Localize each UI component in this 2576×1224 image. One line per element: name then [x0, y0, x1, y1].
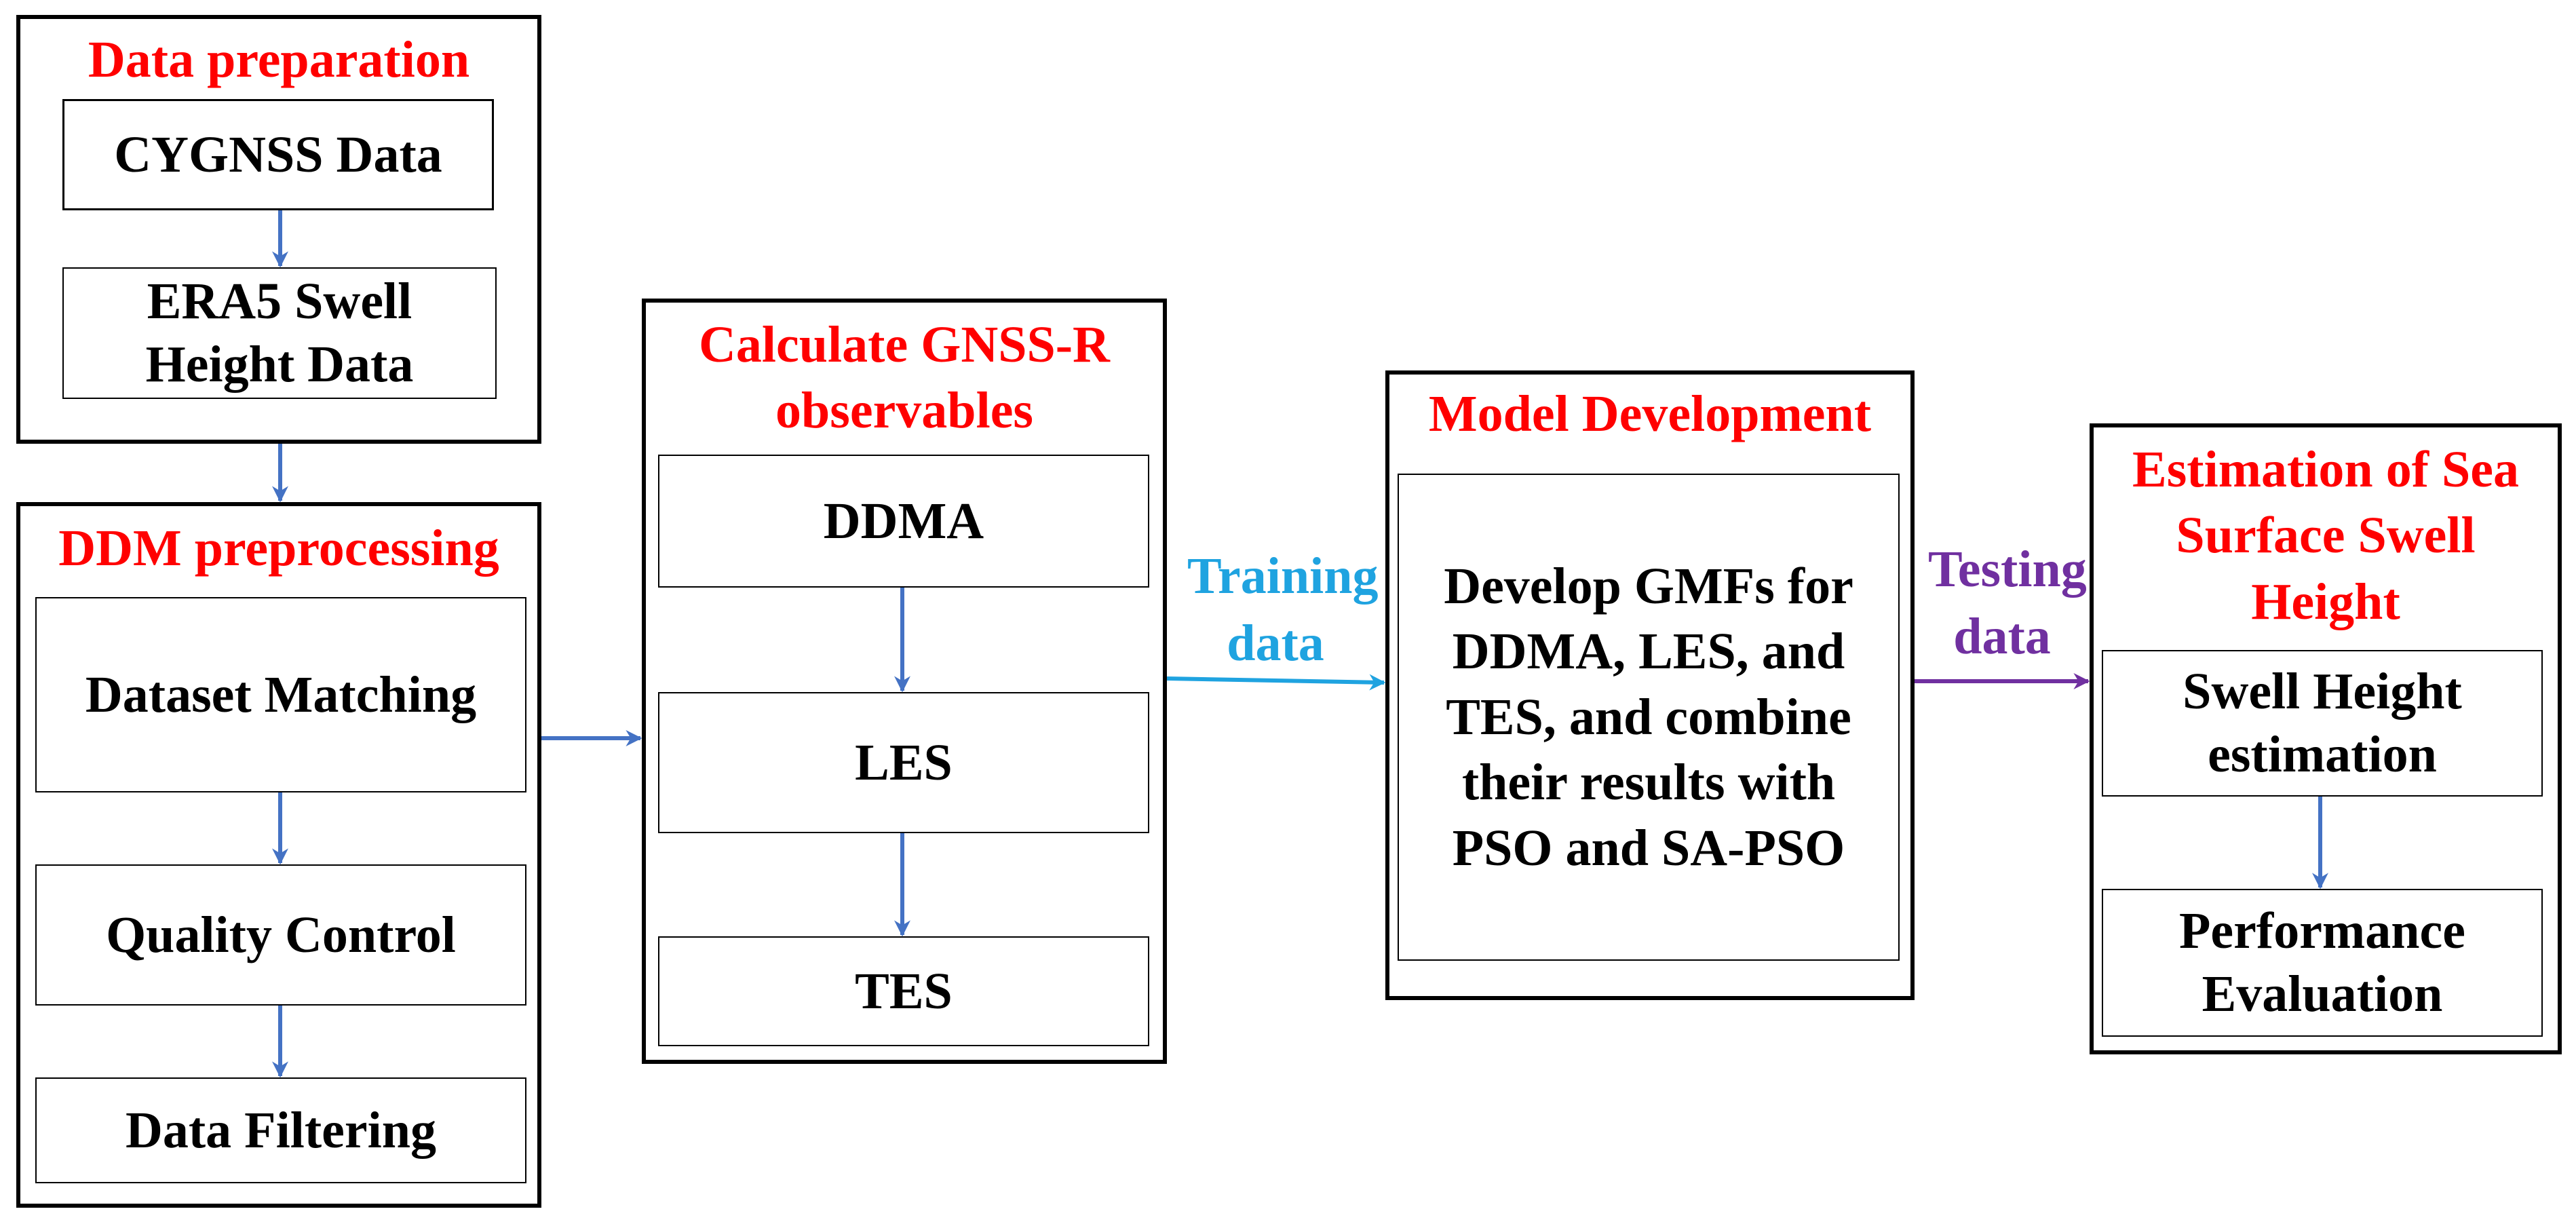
step-les: LES: [658, 692, 1149, 833]
stage-title-model-development: Model Development: [1428, 385, 1872, 442]
edge-label-training: Training data: [1187, 548, 1379, 672]
step-dataset-matching: Dataset Matching: [35, 597, 526, 792]
stage-title-data-preparation: Data preparation: [88, 31, 470, 88]
step-era5-swell-height-data: ERA5 Swell Height Data: [62, 267, 497, 399]
step-tes: TES: [658, 936, 1149, 1046]
step-ddma: DDMA: [658, 455, 1149, 588]
stage-title-estimation: Estimation of Sea Surface Swell Height: [2132, 441, 2519, 630]
step-performance-evaluation: Performance Evaluation: [2102, 889, 2543, 1037]
model-description: Develop GMFs for DDMA, LES, and TES, and…: [1398, 474, 1900, 961]
edge-label-testing: Testing data: [1928, 541, 2087, 665]
step-data-filtering: Data Filtering: [35, 1077, 526, 1183]
step-quality-control: Quality Control: [35, 864, 526, 1006]
stage-title-ddm-preprocessing: DDM preprocessing: [58, 520, 499, 577]
stage-title-gnss-observables: Calculate GNSS-R observables: [699, 316, 1110, 440]
arrow-training-data: [1166, 674, 1386, 691]
step-cygnss-data: CYGNSS Data: [62, 99, 494, 210]
step-swell-height-estimation: Swell Height estimation: [2102, 650, 2543, 797]
